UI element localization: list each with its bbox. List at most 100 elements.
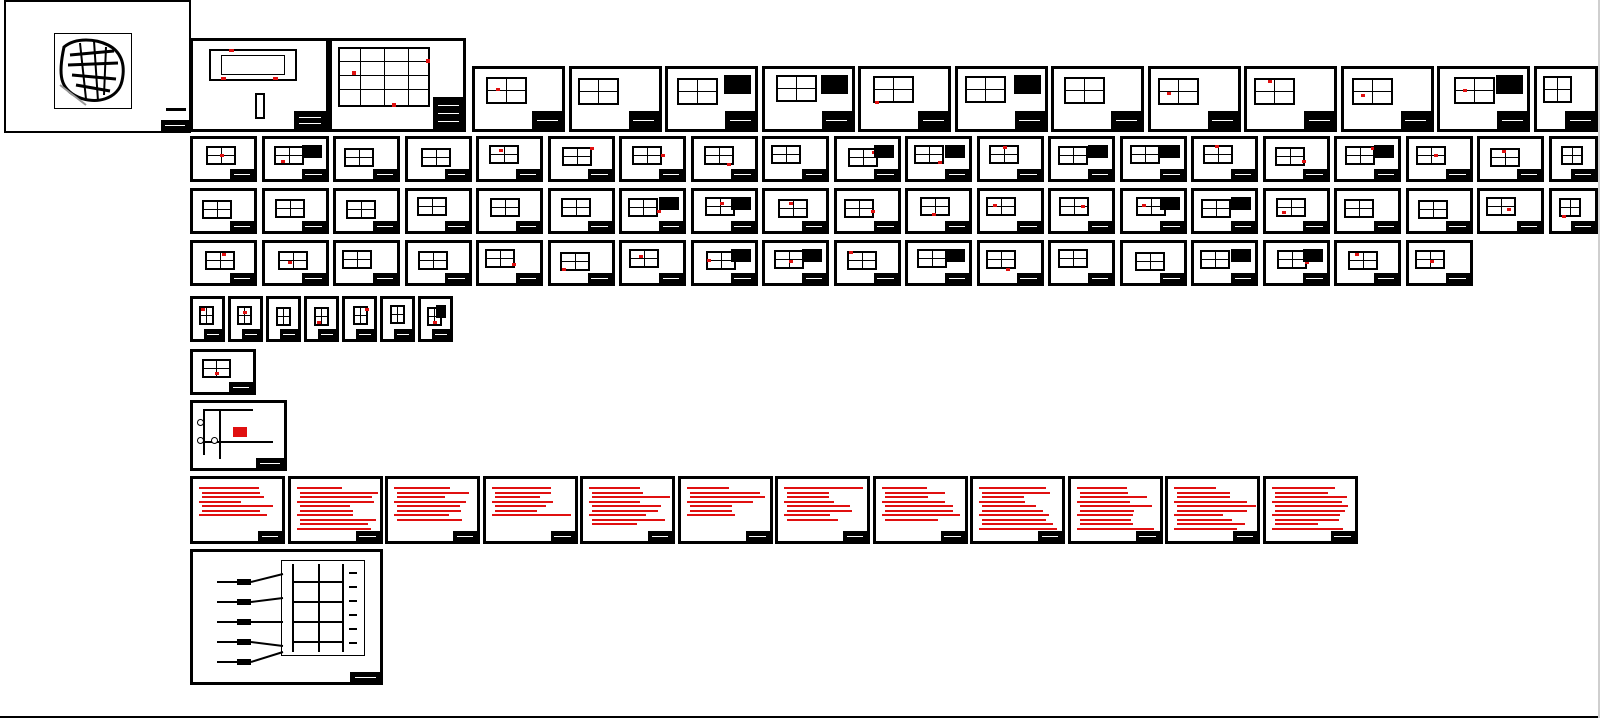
drawing-sheet[interactable] <box>418 296 453 342</box>
drawing-sheet[interactable] <box>1048 188 1115 234</box>
drawing-sheet[interactable] <box>1334 188 1401 234</box>
drawing-sheet[interactable] <box>619 136 686 182</box>
drawing-sheet[interactable] <box>476 240 543 286</box>
drawing-sheet[interactable] <box>1191 188 1258 234</box>
drawing-sheet[interactable] <box>1477 136 1544 182</box>
drawing-sheet[interactable] <box>333 188 400 234</box>
drawing-sheet[interactable] <box>1262 240 1330 286</box>
drawing-sheet[interactable] <box>761 66 855 132</box>
drawing-sheet[interactable] <box>1048 240 1115 286</box>
drawing-sheet[interactable] <box>342 296 377 342</box>
drawing-sheet[interactable] <box>1334 240 1401 286</box>
drawing-sheet[interactable] <box>287 476 383 544</box>
drawing-sheet[interactable] <box>266 296 301 342</box>
note-text-line <box>884 518 938 521</box>
drawing-sheet[interactable] <box>190 188 257 234</box>
drawing-sheet[interactable] <box>333 136 400 182</box>
drawing-sheet[interactable] <box>872 476 968 544</box>
drawing-sheet[interactable] <box>472 66 565 132</box>
drawing-sheet[interactable] <box>619 240 686 286</box>
drawing-sheet[interactable] <box>690 188 758 234</box>
drawing-sheet[interactable] <box>833 240 901 286</box>
drawing-sheet[interactable] <box>976 240 1044 286</box>
drawing-sheet[interactable] <box>261 188 329 234</box>
drawing-sheet[interactable] <box>976 136 1044 182</box>
drawing-sheet[interactable] <box>568 66 662 132</box>
drawing-sheet[interactable] <box>762 240 829 286</box>
drawing-sheet[interactable] <box>547 240 615 286</box>
drawing-sheet[interactable] <box>1262 188 1330 234</box>
drawing-sheet[interactable] <box>665 66 758 132</box>
drawing-sheet[interactable] <box>1119 188 1187 234</box>
drawing-sheet[interactable] <box>976 188 1044 234</box>
drawing-sheet[interactable] <box>905 136 972 182</box>
drawing-sheet[interactable] <box>1548 136 1598 182</box>
drawing-sheet[interactable] <box>1340 66 1434 132</box>
drawing-sheet[interactable] <box>1405 136 1473 182</box>
drawing-sheet[interactable] <box>833 136 901 182</box>
sheet-elevation[interactable] <box>190 400 287 471</box>
drawing-sheet[interactable] <box>404 188 472 234</box>
drawing-sheet[interactable] <box>404 240 472 286</box>
drawing-sheet[interactable] <box>1051 66 1144 132</box>
drawing-sheet[interactable] <box>1119 136 1187 182</box>
drawing-sheet[interactable] <box>1548 188 1598 234</box>
drawing-sheet[interactable] <box>1405 240 1473 286</box>
drawing-sheet[interactable] <box>690 240 758 286</box>
drawing-sheet[interactable] <box>905 188 972 234</box>
drawing-sheet[interactable] <box>482 476 578 544</box>
drawing-sheet[interactable] <box>775 476 870 544</box>
drawing-sheet[interactable] <box>385 476 480 544</box>
drawing-sheet[interactable] <box>833 188 901 234</box>
drawing-sheet[interactable] <box>762 188 829 234</box>
drawing-sheet[interactable] <box>1191 240 1258 286</box>
drawing-sheet[interactable] <box>1165 476 1260 544</box>
drawing-sheet[interactable] <box>1477 188 1544 234</box>
drawing-sheet[interactable] <box>1147 66 1241 132</box>
drawing-sheet[interactable] <box>380 296 415 342</box>
drawing-sheet[interactable] <box>1191 136 1258 182</box>
sheet-plan-a[interactable] <box>190 38 329 132</box>
drawing-sheet[interactable] <box>190 476 285 544</box>
drawing-sheet[interactable] <box>476 136 543 182</box>
drawing-sheet[interactable] <box>190 136 257 182</box>
sheet-schematic[interactable] <box>190 549 383 685</box>
drawing-sheet[interactable] <box>1067 476 1163 544</box>
drawing-sheet[interactable] <box>970 476 1065 544</box>
drawing-sheet[interactable] <box>1405 188 1473 234</box>
markup-mark <box>220 154 224 157</box>
drawing-sheet[interactable] <box>404 136 472 182</box>
drawing-sheet[interactable] <box>333 240 400 286</box>
drawing-sheet[interactable] <box>304 296 339 342</box>
title-block <box>373 273 397 283</box>
drawing-sheet[interactable] <box>190 240 257 286</box>
drawing-sheet[interactable] <box>1262 136 1330 182</box>
drawing-sheet[interactable] <box>905 240 972 286</box>
drawing-sheet[interactable] <box>1334 136 1401 182</box>
drawing-sheet[interactable] <box>261 136 329 182</box>
drawing-sheet[interactable] <box>190 296 225 342</box>
drawing-sheet[interactable] <box>690 136 758 182</box>
sheet-plan-b[interactable] <box>329 38 466 132</box>
drawing-sheet[interactable] <box>476 188 543 234</box>
drawing-sheet[interactable] <box>1437 66 1530 132</box>
drawing-sheet[interactable] <box>580 476 675 544</box>
drawing-sheet[interactable] <box>228 296 263 342</box>
drawing-sheet[interactable] <box>190 349 256 395</box>
drawing-sheet[interactable] <box>762 136 829 182</box>
drawing-sheet[interactable] <box>619 188 686 234</box>
drawing-sheet[interactable] <box>954 66 1048 132</box>
site-plan-sheet[interactable] <box>4 0 191 133</box>
drawing-sheet[interactable] <box>261 240 329 286</box>
drawing-sheet[interactable] <box>547 188 615 234</box>
drawing-sheet[interactable] <box>547 136 615 182</box>
drawing-sheet[interactable] <box>1533 66 1598 132</box>
drawing-sheet[interactable] <box>1244 66 1337 132</box>
drawing-sheet[interactable] <box>858 66 951 132</box>
drawing-sheet[interactable] <box>1262 476 1358 544</box>
drawing-sheet[interactable] <box>1119 240 1187 286</box>
title-block <box>802 221 826 231</box>
drawing-sheet[interactable] <box>677 476 773 544</box>
drawing-sheet[interactable] <box>1048 136 1115 182</box>
